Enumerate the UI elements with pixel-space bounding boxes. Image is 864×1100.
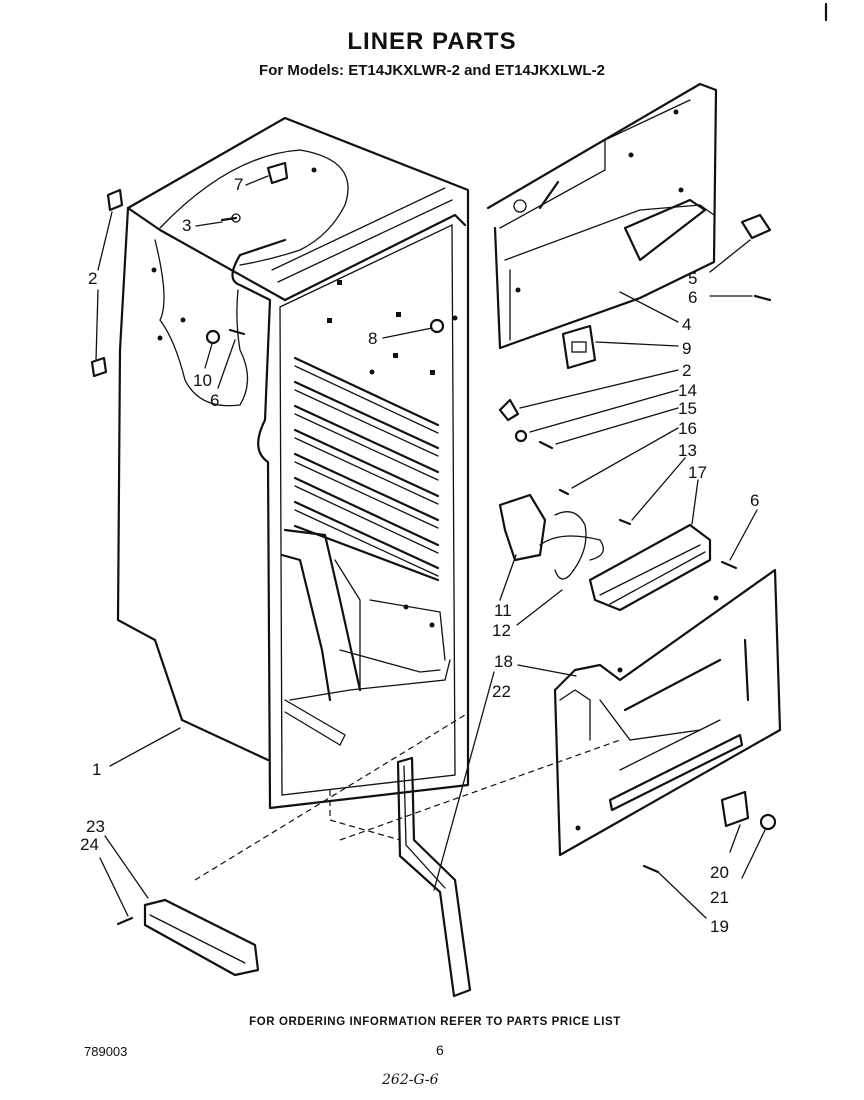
callout-3: 3 bbox=[182, 216, 191, 235]
part-24-screw bbox=[116, 916, 134, 926]
part-9-switch bbox=[561, 324, 597, 370]
part-5-hinge-bracket bbox=[740, 213, 772, 240]
part-6-screw-upper-right bbox=[753, 294, 772, 302]
shelf-ribs bbox=[293, 356, 440, 582]
callout-14: 14 bbox=[678, 381, 697, 400]
document-number: 789003 bbox=[84, 1044, 128, 1059]
part-3-screw bbox=[220, 213, 241, 223]
part-2-bracket-bottom bbox=[90, 356, 108, 378]
callout-22: 22 bbox=[492, 682, 511, 701]
callout-9: 9 bbox=[682, 339, 691, 358]
part-21-knob bbox=[759, 813, 777, 831]
callout-18: 18 bbox=[494, 652, 513, 671]
handwritten-note: 262-G-6 bbox=[382, 1072, 439, 1088]
part-19-screw bbox=[642, 864, 660, 874]
callout-23: 23 bbox=[86, 817, 105, 836]
callout-2-right: 2 bbox=[682, 361, 691, 380]
rear-panel bbox=[486, 82, 718, 350]
callout-10: 10 bbox=[193, 371, 212, 390]
part-6-screw-left bbox=[228, 328, 246, 336]
callout-7: 7 bbox=[234, 175, 243, 194]
page-title: LINER PARTS bbox=[347, 28, 517, 55]
part-2-bracket-top bbox=[106, 188, 124, 212]
callout-6-right: 6 bbox=[750, 491, 759, 510]
callout-16: 16 bbox=[678, 419, 697, 438]
callout-5: 5 bbox=[688, 269, 697, 288]
bottom-channel bbox=[143, 898, 260, 977]
part-17-fan-shroud bbox=[588, 523, 712, 612]
callout-6-upper-right: 6 bbox=[688, 288, 697, 307]
callout-2-left: 2 bbox=[88, 269, 97, 288]
fan-motor-assembly bbox=[498, 398, 632, 580]
callout-4: 4 bbox=[682, 315, 691, 334]
part-8-bushing bbox=[429, 318, 445, 334]
callout-labels: 7 3 2 10 6 8 5 6 4 9 2 14 15 16 13 17 6 … bbox=[80, 175, 759, 936]
callout-8: 8 bbox=[368, 329, 377, 348]
callout-21: 21 bbox=[710, 888, 729, 907]
callout-13: 13 bbox=[678, 441, 697, 460]
callout-12: 12 bbox=[492, 621, 511, 640]
callout-19: 19 bbox=[710, 917, 729, 936]
callout-17: 17 bbox=[688, 463, 707, 482]
part-20-bracket bbox=[720, 790, 750, 828]
model-subtitle: For Models: ET14JKXLWR-2 and ET14JKXLWL-… bbox=[259, 62, 605, 79]
leader-lines bbox=[95, 175, 766, 919]
callout-20: 20 bbox=[710, 863, 729, 882]
callout-6-left: 6 bbox=[210, 391, 219, 410]
part-10-bushing bbox=[205, 329, 221, 345]
lower-panel bbox=[553, 568, 782, 857]
callout-11: 11 bbox=[494, 601, 512, 620]
callout-15: 15 bbox=[678, 399, 697, 418]
page-number: 6 bbox=[436, 1042, 444, 1058]
callout-24: 24 bbox=[80, 835, 99, 854]
part-7-clip bbox=[266, 161, 289, 185]
liner-cabinet bbox=[116, 116, 470, 810]
callout-1: 1 bbox=[92, 760, 101, 779]
drain-trough bbox=[396, 756, 472, 998]
ordering-info-note: FOR ORDERING INFORMATION REFER TO PARTS … bbox=[249, 1016, 621, 1028]
part-6-screw-right bbox=[720, 560, 738, 570]
